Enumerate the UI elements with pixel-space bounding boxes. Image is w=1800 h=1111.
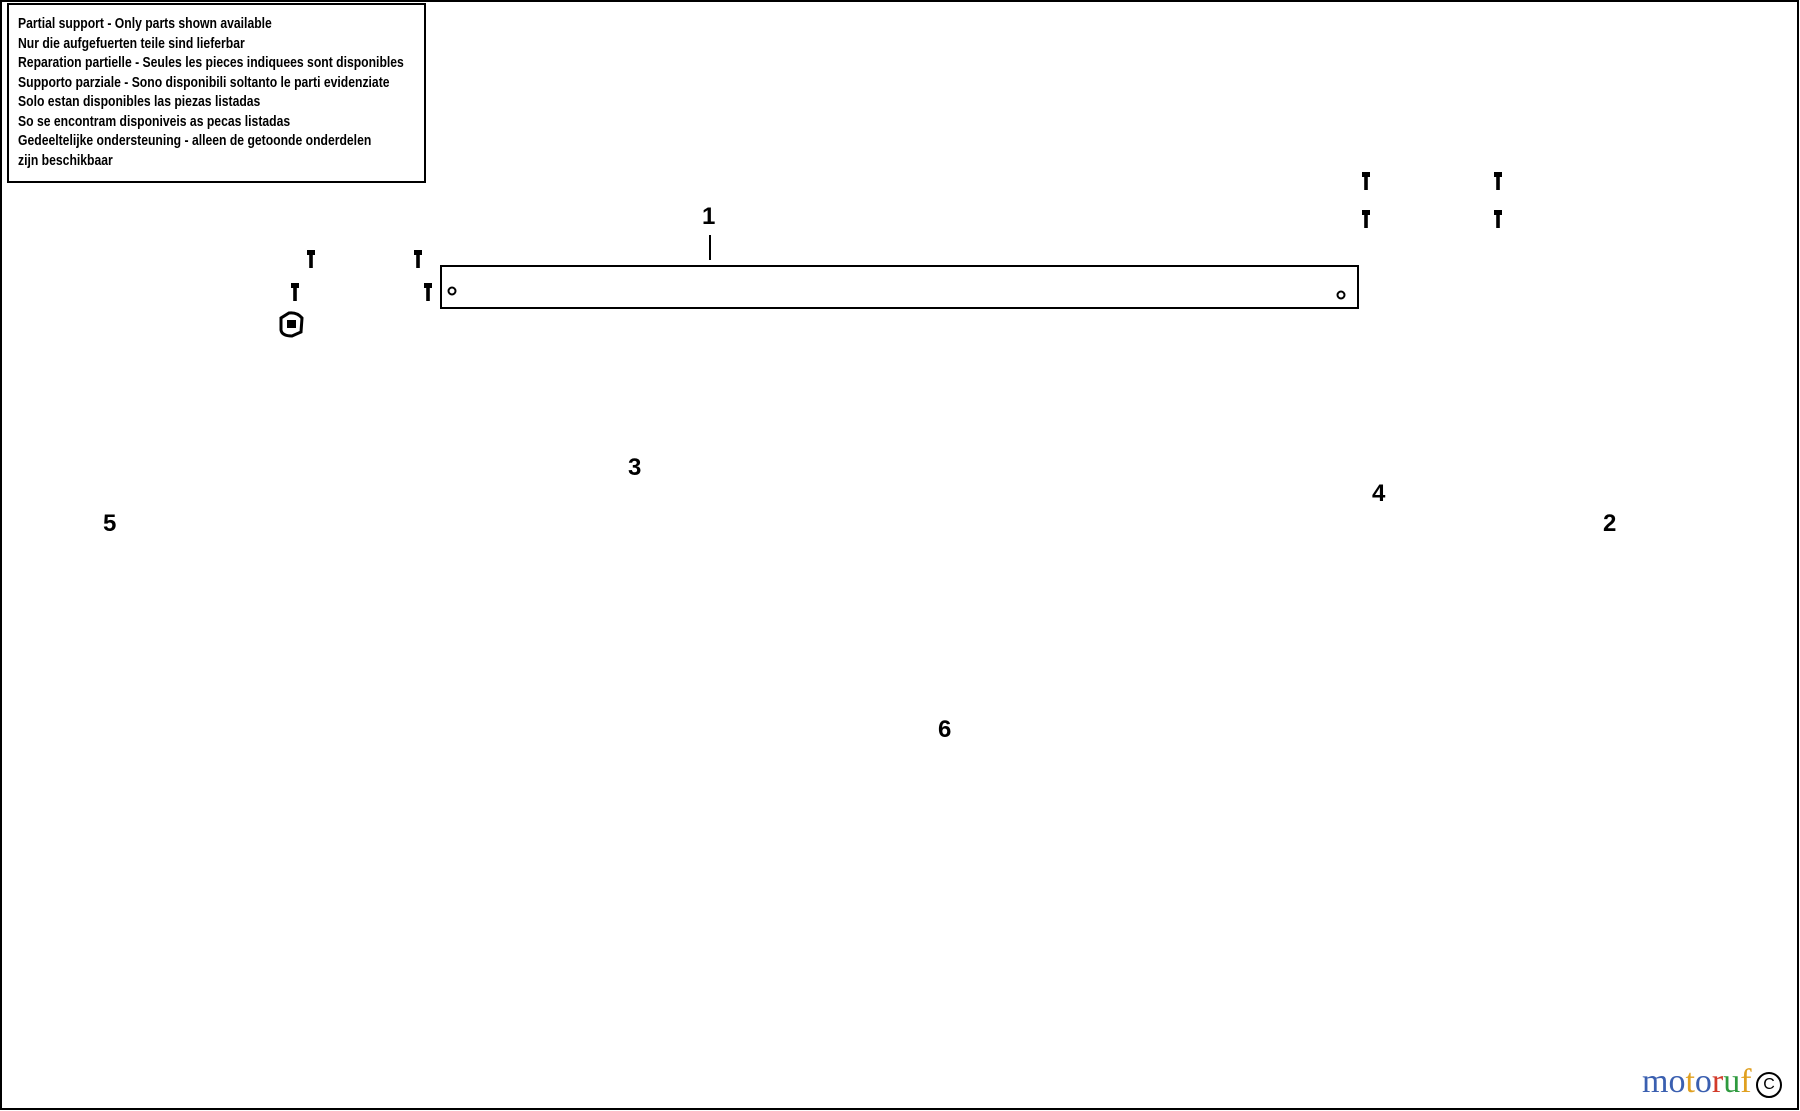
watermark-letter: o — [1668, 1063, 1686, 1100]
callout-2: 2 — [1603, 510, 1617, 537]
motoruf-watermark: motoruf — [1642, 1063, 1752, 1101]
screws-left — [291, 250, 432, 301]
watermark-letter: f — [1740, 1063, 1752, 1100]
notice-line-es: Solo estan disponibles las piezas listad… — [18, 94, 261, 110]
notice-line-nl: Gedeeltelijke ondersteuning - alleen de … — [18, 133, 372, 149]
partial-support-notice: Partial support - Only parts shown avail… — [7, 3, 426, 183]
cable-clip — [279, 311, 304, 338]
watermark-letter: m — [1642, 1063, 1669, 1100]
notice-line-de: Nur die aufgefuerten teile sind lieferba… — [18, 35, 245, 52]
watermark-letter: o — [1694, 1063, 1712, 1100]
watermark-letter: r — [1711, 1063, 1724, 1100]
watermark-letter: t — [1685, 1063, 1695, 1100]
notice-line-it: Supporto parziale - Sono disponibili sol… — [18, 74, 390, 91]
copyright-symbol: C — [1756, 1072, 1782, 1098]
notice-line-pt: So se encontram disponiveis as pecas lis… — [18, 113, 291, 130]
watermark-letter: u — [1723, 1063, 1741, 1100]
callout-1: 1 — [702, 203, 716, 230]
callout-5: 5 — [103, 510, 117, 537]
part-1-cover-strip — [440, 265, 1359, 309]
callout-4: 4 — [1372, 480, 1386, 507]
screws-right — [1362, 172, 1502, 228]
notice-line-en: Partial support - Only parts shown avail… — [18, 16, 272, 32]
notice-line-fr: Reparation partielle - Seules les pieces… — [18, 55, 404, 71]
notice-line-nl-2: zijn beschikbaar — [18, 152, 113, 169]
callout-6: 6 — [938, 716, 952, 743]
callout-3: 3 — [628, 454, 642, 481]
